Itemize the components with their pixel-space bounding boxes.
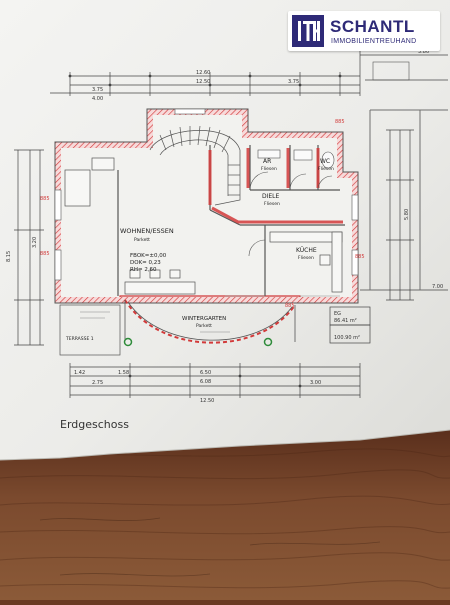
svg-text:8.15: 8.15 (6, 251, 12, 262)
svg-text:3.00: 3.00 (310, 380, 321, 386)
svg-text:12.60: 12.60 (196, 70, 210, 76)
svg-text:Parkett: Parkett (134, 237, 150, 243)
svg-text:7.00: 7.00 (432, 284, 443, 290)
dimension-labels: 12.60 12.50 3.75 4.00 3.75 3.80 1.42 1.5… (6, 49, 443, 404)
plan-caption: Erdgeschoss (60, 418, 129, 431)
svg-text:12.50: 12.50 (200, 398, 214, 404)
svg-text:3.75: 3.75 (92, 87, 103, 93)
svg-text:3.20: 3.20 (32, 237, 38, 248)
svg-text:885: 885 (335, 119, 345, 125)
svg-text:86.41 m²: 86.41 m² (334, 318, 357, 324)
living-furniture (64, 157, 196, 295)
svg-text:Fliesen: Fliesen (318, 166, 334, 172)
svg-text:6.50: 6.50 (200, 370, 211, 376)
logo-name: SCHANTL (330, 17, 415, 36)
svg-text:Fliesen: Fliesen (264, 201, 280, 207)
svg-text:5.80: 5.80 (404, 209, 410, 220)
svg-text:885: 885 (40, 196, 50, 202)
svg-text:Fliesen: Fliesen (298, 255, 314, 261)
svg-text:100.90 m²: 100.90 m² (334, 335, 360, 341)
svg-text:12.50: 12.50 (196, 79, 210, 85)
room-ar: AR (263, 158, 271, 165)
svg-text:Parkett: Parkett (196, 323, 212, 329)
svg-text:DOK= 0,23: DOK= 0,23 (130, 260, 161, 266)
room-wc: WC (320, 158, 330, 165)
room-terrasse: TERRASSE 1 (65, 336, 94, 342)
svg-text:1.58: 1.58 (118, 370, 129, 376)
svg-text:EG: EG (334, 311, 341, 317)
svg-text:885: 885 (285, 303, 295, 309)
svg-text:Fliesen: Fliesen (261, 166, 277, 172)
svg-text:3.75: 3.75 (288, 79, 299, 85)
svg-text:885: 885 (40, 251, 50, 257)
company-logo: SCHANTL IMMOBILIENTREUHAND (288, 11, 440, 51)
svg-text:FBOK=±0,00: FBOK=±0,00 (130, 253, 167, 259)
svg-text:1.42: 1.42 (74, 370, 85, 376)
room-wohnen: WOHNEN/ESSEN (120, 227, 174, 235)
room-diele: DIELE (262, 193, 280, 200)
svg-text:3.80: 3.80 (418, 49, 429, 55)
dimension-lines (17, 54, 448, 396)
svg-text:RH= 2,60: RH= 2,60 (130, 267, 157, 273)
svg-text:4.00: 4.00 (92, 96, 103, 102)
room-wintergarten: WINTERGARTEN (182, 316, 226, 322)
svg-text:2.75: 2.75 (92, 380, 103, 386)
svg-text:885: 885 (355, 254, 365, 260)
staircase (149, 125, 241, 206)
room-kueche: KÜCHE (296, 247, 317, 254)
svg-text:6.08: 6.08 (200, 379, 211, 385)
wintergarten (123, 299, 296, 347)
logo-mark-icon (292, 15, 324, 47)
wooden-table (0, 430, 450, 600)
logo-tagline: IMMOBILIENTREUHAND (331, 38, 417, 45)
